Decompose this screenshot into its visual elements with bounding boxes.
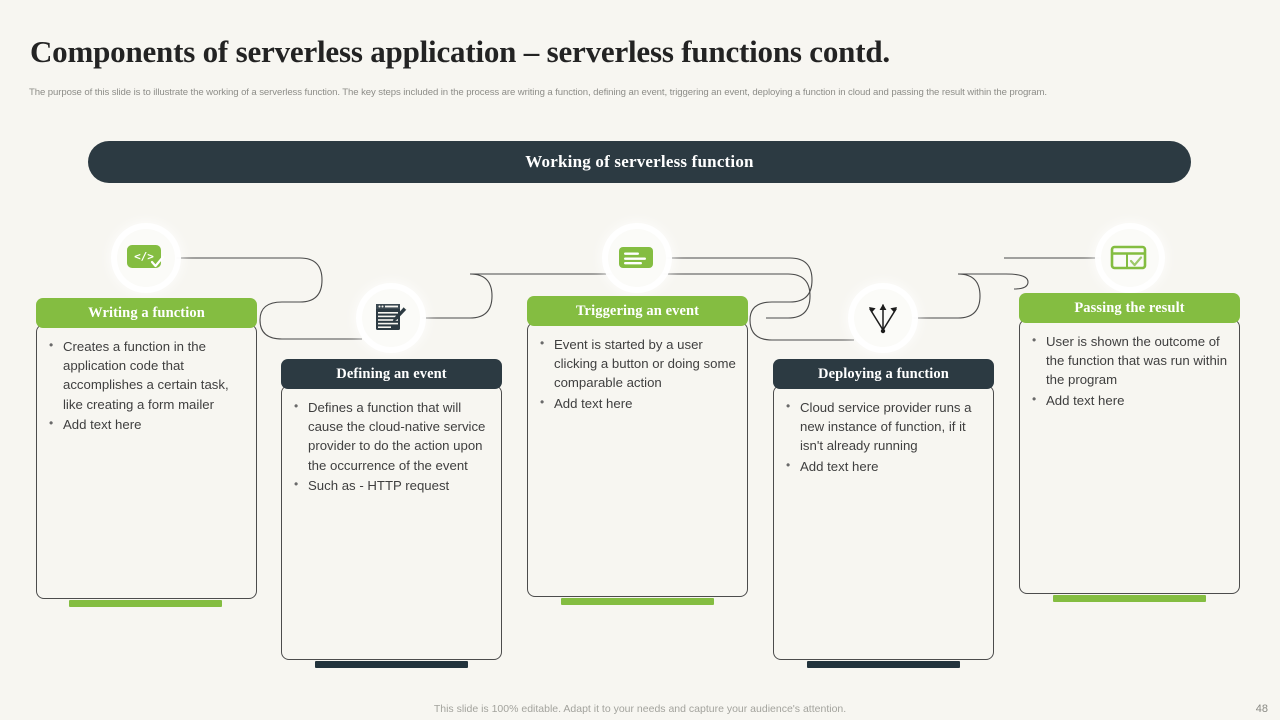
bullet-item: Event is started by a user clicking a bu… [536, 334, 737, 393]
step-card-accent-bar [807, 661, 960, 668]
checkbox-table-icon [1110, 245, 1147, 270]
bullet-item: User is shown the outcome of the functio… [1028, 331, 1229, 390]
bullet-item: Add text here [45, 414, 246, 434]
document-pen-icon [376, 304, 407, 330]
step-card-body: Cloud service provider runs a new instan… [773, 385, 994, 660]
page-number: 48 [1255, 703, 1268, 715]
step-card-title: Defining an event [336, 365, 447, 382]
step-card-accent-bar [561, 598, 714, 605]
step-card-header: Triggering an event [527, 296, 748, 326]
step-icon-bubble-3 [608, 229, 666, 287]
bullet-item: Defines a function that will cause the c… [290, 397, 491, 475]
code-check-icon: </> [127, 245, 165, 268]
step-bullet-list: Cloud service provider runs a new instan… [782, 397, 983, 476]
page-subtitle: The purpose of this slide is to illustra… [29, 87, 1047, 98]
step-card-body: Event is started by a user clicking a bu… [527, 322, 748, 597]
step-card-accent-bar [315, 661, 468, 668]
step-card-passing-the-result[interactable]: Passing the result User is shown the out… [1019, 293, 1240, 602]
step-card-title: Deploying a function [818, 365, 949, 382]
step-card-writing-a-function[interactable]: Writing a function Creates a function in… [36, 298, 257, 607]
bullet-item: Cloud service provider runs a new instan… [782, 397, 983, 456]
step-icon-bubble-2 [362, 289, 420, 347]
step-card-deploying-a-function[interactable]: Deploying a function Cloud service provi… [773, 359, 994, 668]
step-card-title: Passing the result [1074, 299, 1185, 316]
step-icon-bubble-4 [854, 289, 912, 347]
step-icon-bubble-1: </> [117, 229, 175, 287]
step-card-header: Defining an event [281, 359, 502, 389]
step-card-triggering-an-event[interactable]: Triggering an event Event is started by … [527, 296, 748, 605]
step-card-title: Triggering an event [575, 302, 700, 319]
step-card-accent-bar [69, 600, 222, 607]
branch-arrow-down-icon [869, 304, 897, 334]
step-bullet-list: Creates a function in the application co… [45, 336, 246, 434]
section-banner: Working of serverless function [88, 141, 1191, 183]
step-bullet-list: User is shown the outcome of the functio… [1028, 331, 1229, 410]
step-card-body: User is shown the outcome of the functio… [1019, 319, 1240, 594]
bullet-item: Add text here [1028, 390, 1229, 410]
step-card-header: Writing a function [36, 298, 257, 328]
step-card-accent-bar [1053, 595, 1206, 602]
step-card-header: Passing the result [1019, 293, 1240, 323]
step-card-body: Creates a function in the application co… [36, 324, 257, 599]
bullet-item: Add text here [536, 393, 737, 413]
section-banner-label: Working of serverless function [525, 152, 754, 171]
step-card-header: Deploying a function [773, 359, 994, 389]
step-card-body: Defines a function that will cause the c… [281, 385, 502, 660]
bullet-item: Add text here [782, 456, 983, 476]
bullet-item: Creates a function in the application co… [45, 336, 246, 414]
list-card-icon [619, 247, 653, 268]
page-title: Components of serverless application – s… [30, 34, 890, 69]
svg-text:</>: </> [134, 250, 154, 263]
footer-note: This slide is 100% editable. Adapt it to… [433, 703, 847, 715]
step-bullet-list: Defines a function that will cause the c… [290, 397, 491, 495]
step-bullet-list: Event is started by a user clicking a bu… [536, 334, 737, 413]
step-icon-bubble-5 [1101, 229, 1159, 287]
step-card-title: Writing a function [88, 304, 205, 321]
step-card-defining-an-event[interactable]: Defining an event Defines a function tha… [281, 359, 502, 668]
bullet-item: Such as - HTTP request [290, 475, 491, 495]
